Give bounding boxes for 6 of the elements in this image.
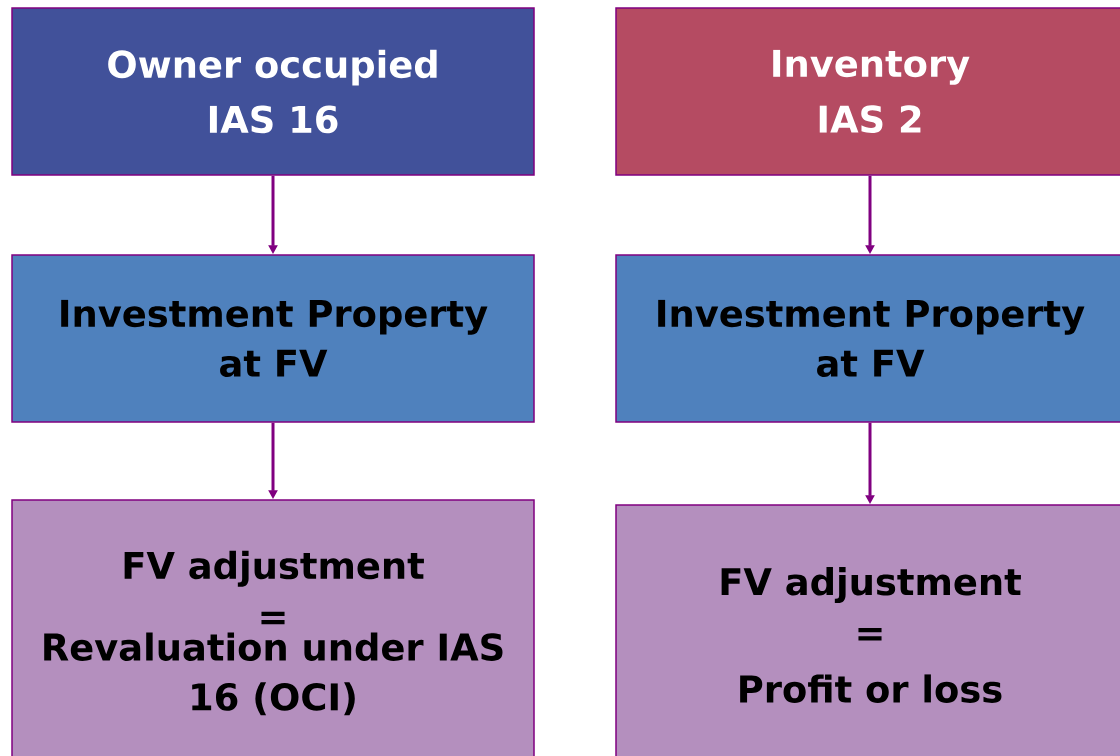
result-box: FV adjustment = Revaluation under IAS 16 (OCI)	[11, 499, 535, 756]
category-box: Inventory IAS 2	[615, 7, 1120, 176]
process-box: Investment Property at FV	[615, 254, 1120, 423]
category-box: Owner occupied IAS 16	[11, 7, 535, 176]
result-box: FV adjustment = Profit or loss	[615, 504, 1120, 756]
process-box: Investment Property at FV	[11, 254, 535, 423]
